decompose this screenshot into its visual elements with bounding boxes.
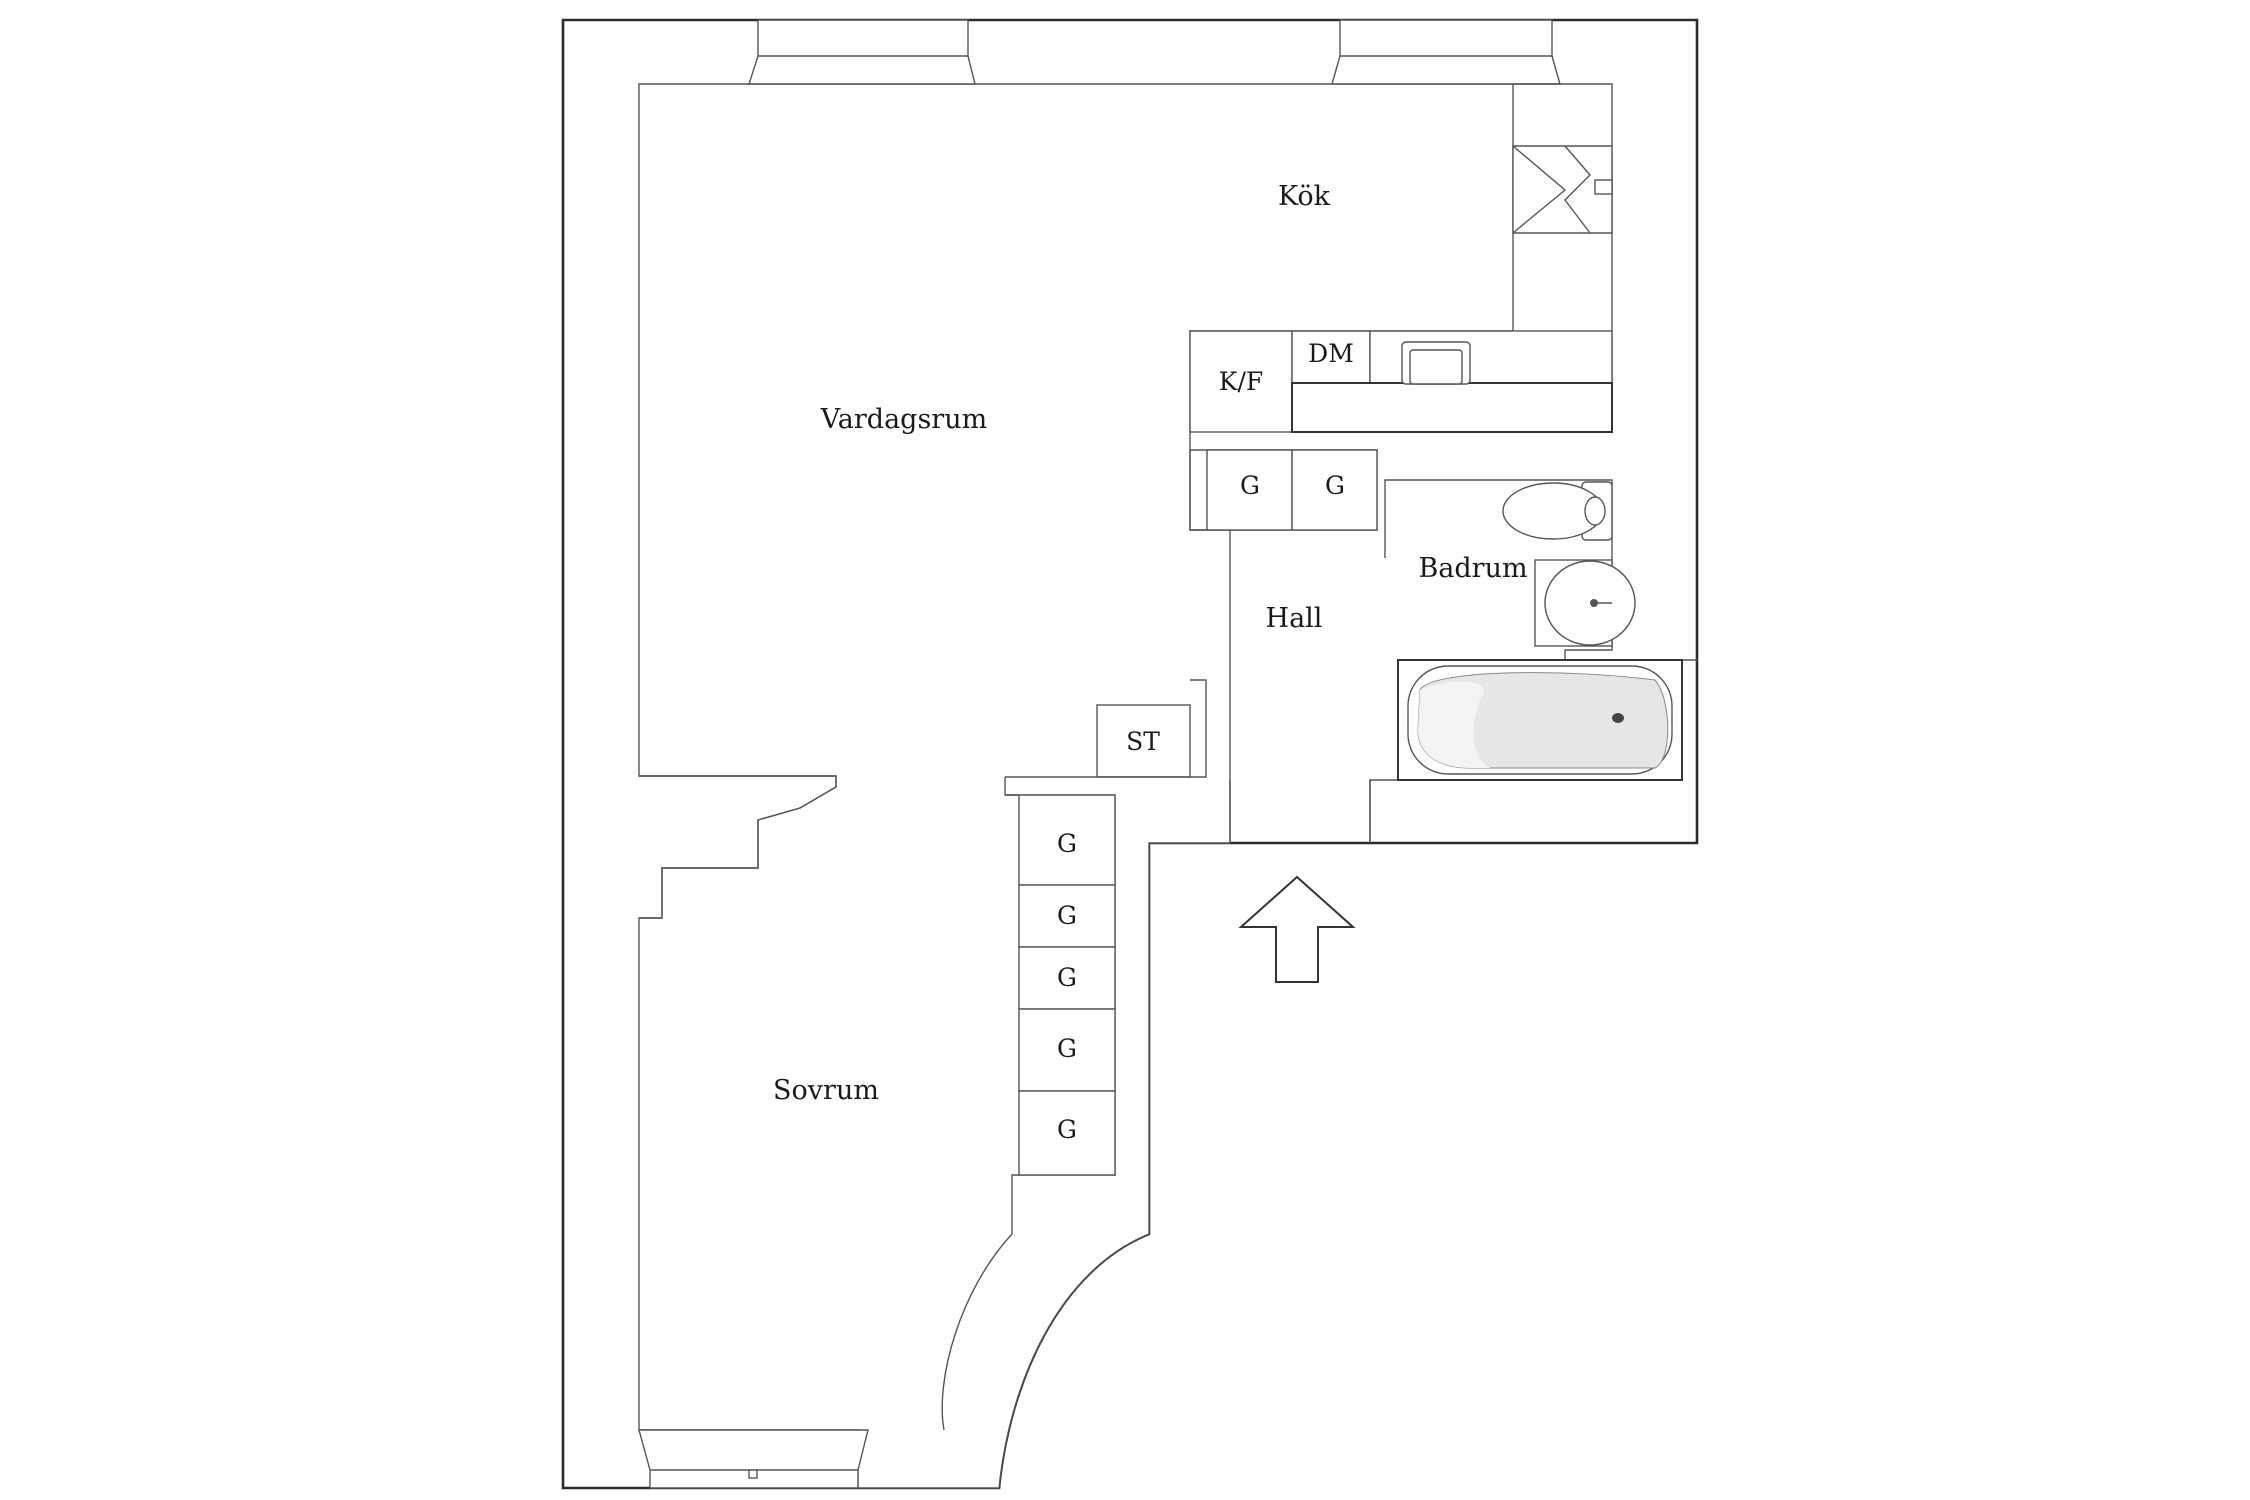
wardrobe-label-bedroom-5: G: [1057, 1115, 1077, 1144]
window-top-left: [748, 19, 976, 85]
kitchen-window: [1512, 145, 1613, 234]
wardrobe-label-bedroom-2: G: [1057, 901, 1077, 930]
washbasin-icon: [1534, 559, 1636, 647]
window-top-right: [1331, 19, 1561, 85]
room-label-hall: Hall: [1266, 603, 1323, 634]
fixture-label-st: ST: [1126, 727, 1160, 756]
storage-closet: [1004, 679, 1207, 796]
sink-icon: [1401, 341, 1471, 385]
bedroom-wardrobes: [1005, 794, 1116, 1234]
bedroom-curve-wall: [941, 1233, 1013, 1431]
kitchen-counter: [1189, 330, 1613, 433]
wardrobe-label-bedroom-1: G: [1057, 829, 1077, 858]
entrance-walls: [1229, 780, 1371, 843]
toilet-icon: [1502, 481, 1613, 541]
fixture-label-dm: DM: [1308, 339, 1354, 368]
window-bottom: [638, 1429, 869, 1489]
room-label-sovrum: Sovrum: [773, 1075, 879, 1106]
living-bedroom-wall: [639, 775, 837, 919]
wardrobe-label-bedroom-4: G: [1057, 1034, 1077, 1063]
entrance-arrow-icon: [1238, 875, 1356, 983]
room-label-badrum: Badrum: [1418, 553, 1527, 584]
bathtub-icon: [1397, 659, 1683, 781]
room-label-vardagsrum: Vardagsrum: [820, 404, 987, 435]
fixture-label-kf: K/F: [1219, 367, 1263, 396]
wardrobe-label-bedroom-3: G: [1057, 963, 1077, 992]
hall-wardrobes: [1189, 449, 1378, 531]
room-label-kok: Kök: [1278, 181, 1331, 212]
wardrobe-label-hall-1: G: [1240, 471, 1260, 500]
wardrobe-label-hall-2: G: [1325, 471, 1345, 500]
